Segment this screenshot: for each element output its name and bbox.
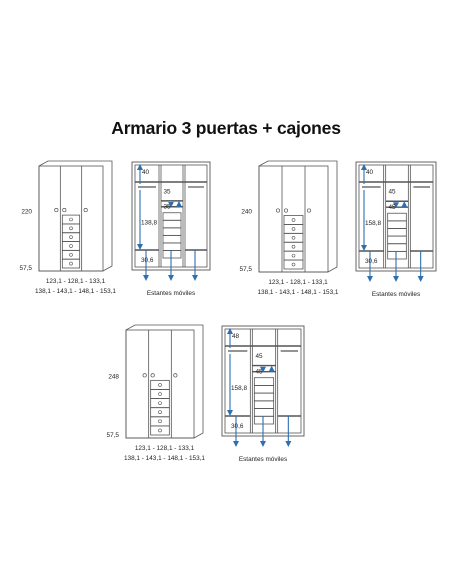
drawer-depth-label: 45 [255, 353, 263, 360]
drawer-knob [291, 218, 296, 222]
interior-drawer [387, 220, 407, 229]
front-view: 220 57,5 123,1 - 128,1 - 133,1 138,1 - 143,… [20, 160, 116, 295]
interior-drawer [387, 228, 407, 237]
wardrobe-front [38, 165, 104, 272]
wardrobe-front [258, 165, 329, 273]
interior-drawer [253, 377, 275, 386]
door-knob [173, 373, 178, 378]
drawer-knob [69, 235, 73, 239]
interior-drawer [387, 212, 407, 222]
drawer-knob [69, 226, 73, 231]
drawer-depth-label: 35 [163, 203, 171, 210]
bottom-shelf-label: 30,6 [141, 257, 154, 264]
plinth-label: 57,5 [240, 266, 253, 273]
shelves-caption: Estantes móviles [239, 456, 287, 463]
interior-drawer [162, 227, 182, 236]
drawer-knob [158, 428, 162, 433]
width-label-line-1: 123,1 - 128,1 - 133,1 [135, 445, 195, 452]
bottom-shelf-label: 30,6 [231, 423, 244, 430]
drawer-depth-label: 45 [255, 368, 263, 375]
interior-drawer [162, 250, 182, 259]
interior-drawer [253, 385, 275, 394]
door-knob [142, 373, 147, 378]
plinth-label: 57,5 [20, 265, 33, 272]
interior-drawer [253, 400, 275, 409]
drawer-depth-label: 35 [163, 188, 171, 195]
bottom-shelf-label: 30,6 [365, 258, 378, 265]
height-label: 220 [21, 208, 32, 215]
interior-drawer [162, 219, 182, 229]
drawer-knob [69, 244, 73, 248]
wardrobe-outline [38, 160, 113, 272]
door-knob [306, 208, 312, 213]
shelves-caption: Estantes móviles [147, 290, 195, 297]
drawer-knob [158, 419, 162, 424]
drawer-knob [158, 383, 162, 387]
front-view: 240 57,5 123,1 - 128,1 - 133,1 138,1 - 143,… [240, 160, 339, 296]
wardrobe-unit-3: 248 57,5 123,1 - 128,1 - 133,1 138,1 - 143,… [107, 324, 305, 463]
interior-drawer [253, 392, 275, 402]
door-knob [54, 208, 59, 213]
interior-drawer [162, 212, 182, 221]
wardrobe-outline [258, 160, 338, 273]
shelves-caption: Estantes móviles [372, 291, 420, 298]
drawer-knob [158, 401, 162, 405]
drawer-knob [69, 252, 73, 257]
interior-drawer [162, 234, 182, 244]
drawer-knob [158, 392, 162, 396]
page-title: Armario 3 puertas + cajones [111, 118, 341, 138]
drawer [61, 258, 81, 269]
width-label-line-2: 138,1 - 143,1 - 148,1 - 153,1 [124, 455, 205, 462]
front-view: 248 57,5 123,1 - 128,1 - 133,1 138,1 - 143,… [107, 324, 205, 462]
height-label: 248 [108, 374, 119, 381]
door-knob [283, 208, 289, 213]
plinth-label: 57,5 [107, 432, 120, 439]
door-knob [83, 208, 88, 213]
width-label-line-1: 123,1 - 128,1 - 133,1 [268, 279, 328, 286]
drawer-knob [291, 253, 296, 258]
interior-drawer [253, 408, 275, 417]
hanging-height-label: 158,8 [231, 385, 247, 392]
interior-drawer [253, 415, 275, 425]
drawer [150, 425, 170, 436]
drawer-knob [291, 262, 296, 267]
drawer [283, 259, 304, 270]
drawer-knob [291, 236, 296, 240]
drawer-depth-label: 45 [388, 189, 396, 196]
width-label-line-2: 138,1 - 143,1 - 148,1 - 153,1 [35, 288, 116, 295]
wardrobe-front [125, 329, 195, 439]
interior-drawer [387, 243, 407, 252]
wardrobe-outline [125, 324, 204, 439]
wardrobe-unit-2: 240 57,5 123,1 - 128,1 - 133,1 138,1 - 143,… [240, 160, 437, 298]
top-shelf-label: 48 [232, 333, 240, 340]
drawer-knob [291, 244, 296, 249]
width-label-line-2: 138,1 - 143,1 - 148,1 - 153,1 [257, 289, 338, 296]
drawer-knob [69, 261, 73, 266]
drawer-knob [69, 217, 73, 222]
interior-drawer [387, 250, 407, 260]
drawer-depth-label: 45 [388, 204, 396, 211]
top-shelf-label: 40 [366, 169, 374, 176]
door-knob [150, 373, 155, 378]
height-label: 240 [241, 209, 252, 216]
top-shelf-label: 40 [142, 169, 150, 176]
door-knob [62, 208, 67, 213]
hanging-height-label: 158,8 [365, 220, 381, 227]
width-label-line-1: 123,1 - 128,1 - 133,1 [46, 278, 106, 285]
interior-drawer [387, 235, 407, 245]
drawer-knob [158, 410, 162, 415]
door-knob [275, 208, 281, 213]
interior-drawer [162, 242, 182, 251]
wardrobe-unit-1: 220 57,5 123,1 - 128,1 - 133,1 138,1 - 143,… [20, 160, 211, 297]
drawer-knob [291, 227, 296, 231]
hanging-height-label: 138,8 [141, 220, 157, 227]
